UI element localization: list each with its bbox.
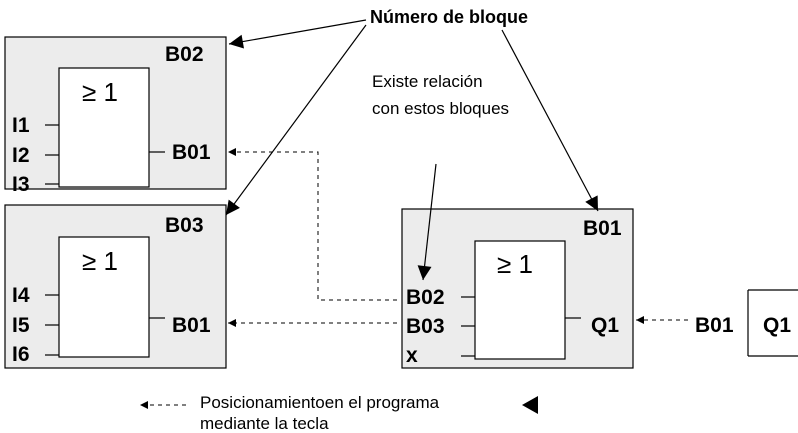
block-b03-gate	[58, 236, 150, 358]
block-b01-output: Q1	[591, 314, 619, 337]
block-b01-input-2: B03	[406, 315, 445, 338]
block-b02-gate-symbol: ≥ 1	[82, 77, 118, 107]
block-b02-number: B02	[165, 43, 204, 66]
block-b01-input-1: B02	[406, 286, 445, 309]
block-number-arrow-b03	[225, 24, 367, 216]
block-b02-input-3: I3	[12, 173, 30, 196]
block-b01-input-3: x	[406, 344, 418, 367]
q1-connection-label: B01	[695, 314, 734, 337]
legend-text-line1: Posicionamientoen el programa	[200, 393, 440, 412]
block-b03-input-2: I5	[12, 314, 30, 337]
legend-text-line2: mediante la tecla	[200, 414, 329, 433]
block-number-arrow-b02	[228, 19, 367, 49]
block-b02: B02 ≥ 1 I1 I2 I3 B01	[4, 36, 227, 196]
block-b01: B01 ≥ 1 B02 B03 x Q1	[401, 208, 634, 369]
legend: Posicionamientoen el programa mediante l…	[140, 393, 538, 433]
q1-connection-target: Q1	[763, 314, 791, 337]
q1-connection: B01 Q1	[636, 289, 798, 357]
legend-solid-arrow	[522, 396, 538, 414]
block-b01-number: B01	[583, 217, 622, 240]
block-b02-input-2: I2	[12, 144, 30, 167]
relation-label-line1: Existe relación	[372, 72, 483, 91]
block-number-arrow-b01	[501, 29, 599, 212]
relation-label-line2: con estos bloques	[372, 99, 509, 118]
block-number-label: Número de bloque	[370, 7, 528, 27]
block-b02-output: B01	[172, 141, 211, 164]
block-b02-input-1: I1	[12, 114, 30, 137]
relation-arrow-b02	[228, 148, 397, 301]
relation-pointer-arrow	[417, 163, 437, 281]
block-b03-input-3: I6	[12, 343, 30, 366]
block-b03-number: B03	[165, 214, 204, 237]
block-b03: B03 ≥ 1 I4 I5 I6 B01	[4, 204, 227, 369]
block-b03-gate-symbol: ≥ 1	[82, 246, 118, 276]
block-b01-gate	[474, 240, 566, 360]
block-b03-output: B01	[172, 314, 211, 337]
block-b03-input-1: I4	[12, 284, 30, 307]
block-b02-gate	[58, 67, 150, 188]
block-b01-gate-symbol: ≥ 1	[497, 249, 533, 279]
